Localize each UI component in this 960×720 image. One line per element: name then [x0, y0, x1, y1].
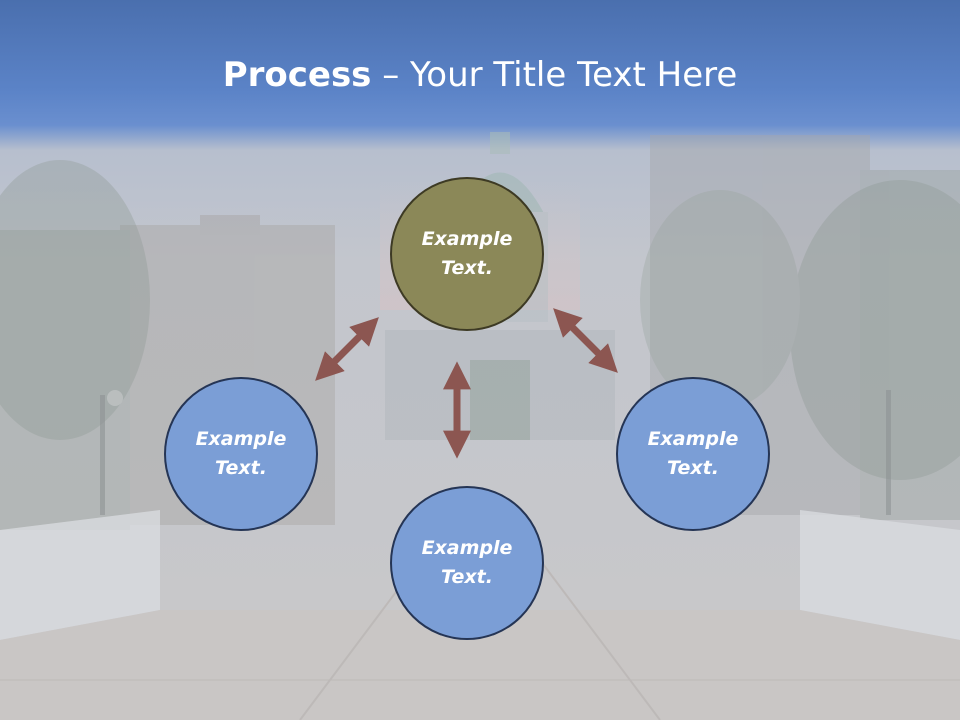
slide-title: Process – Your Title Text Here: [0, 52, 960, 98]
title-bold: Process: [222, 55, 372, 95]
trees: [0, 160, 960, 480]
node-bottom-label: Example Text.: [421, 537, 513, 588]
node-left: Example Text.: [164, 377, 318, 531]
arrow-top-left: [315, 317, 379, 381]
street-lamps: [100, 390, 891, 515]
node-right: Example Text.: [616, 377, 770, 531]
title-rest: – Your Title Text Here: [371, 55, 738, 95]
node-right-label: Example Text.: [647, 428, 739, 479]
node-top-label: Example Text.: [421, 228, 513, 279]
node-left-label: Example Text.: [195, 428, 287, 479]
arrow-top-right: [553, 308, 618, 373]
node-bottom: Example Text.: [390, 486, 544, 640]
node-top: Example Text.: [390, 177, 544, 331]
plaza: [0, 510, 960, 720]
